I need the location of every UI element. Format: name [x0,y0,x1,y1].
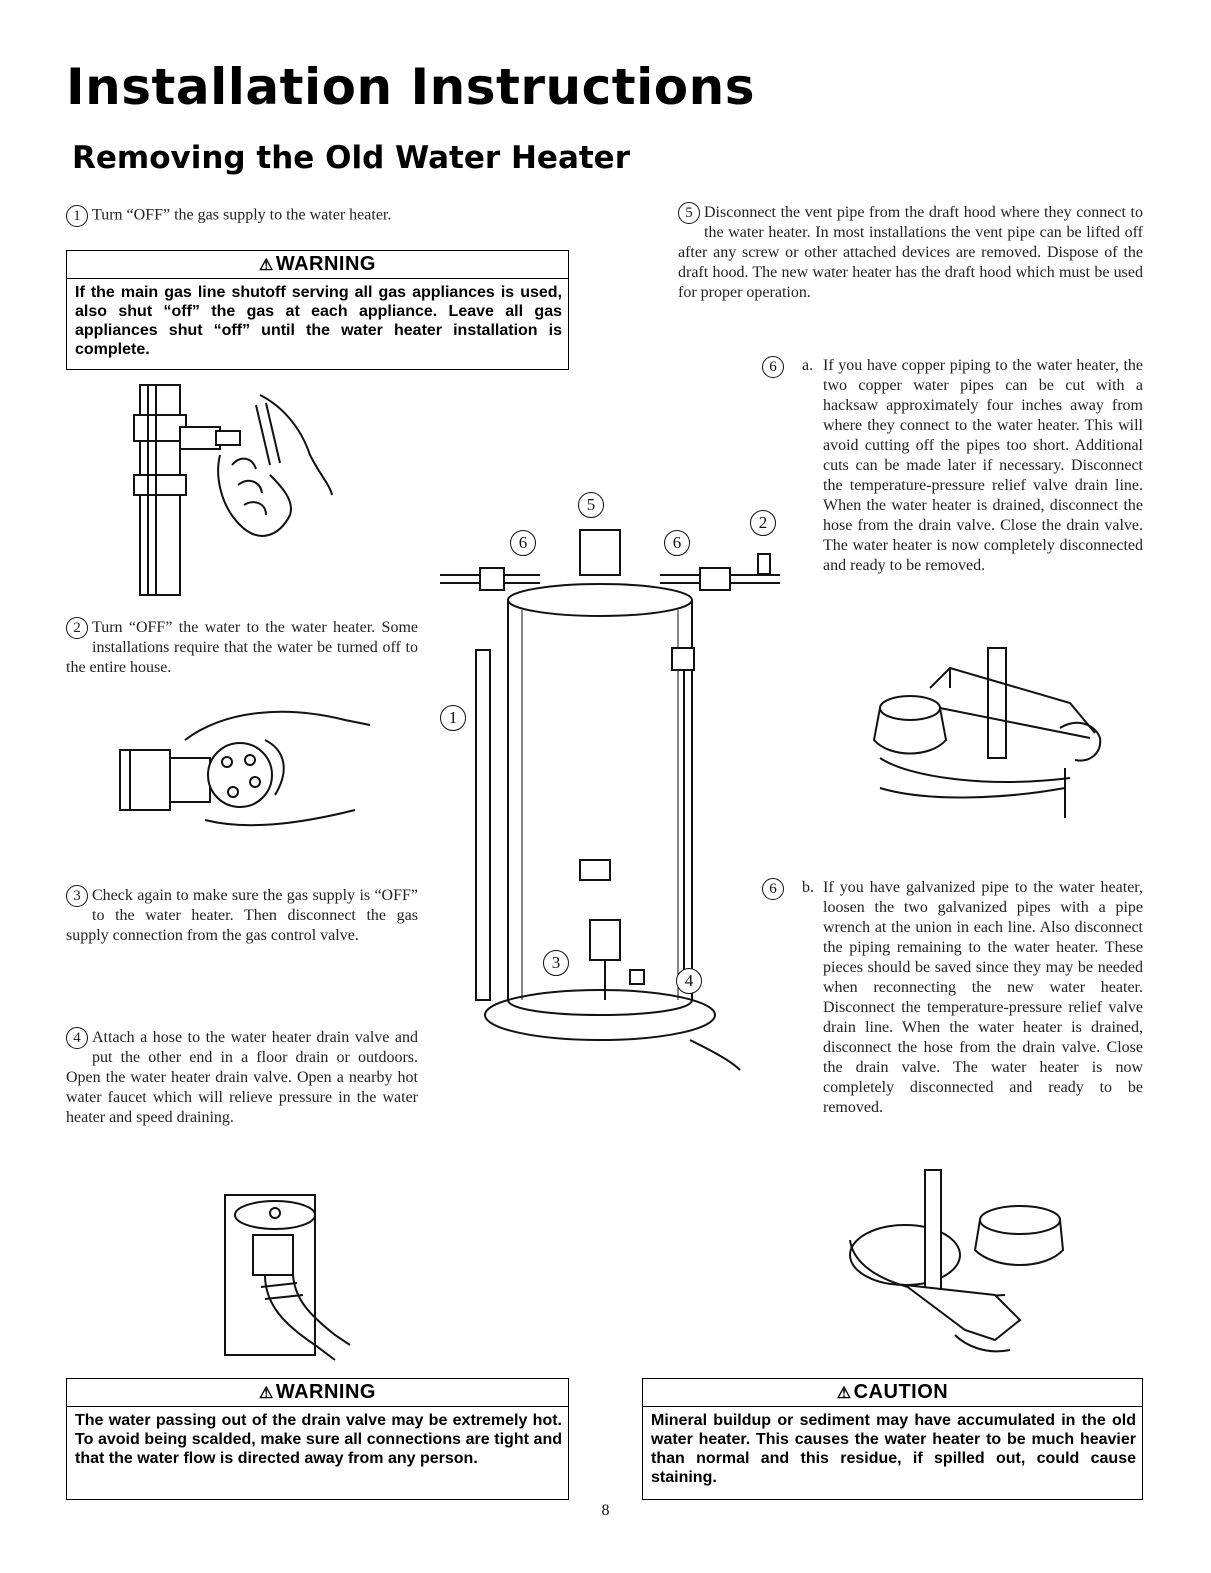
pipe-wrench-icon [849,1169,1065,1353]
section-title: Removing the Old Water Heater [72,140,630,176]
water-valve-hand-icon [119,710,371,827]
step-6a-label: a. [802,357,814,374]
warning-triangle-icon: ⚠ [258,1385,274,1402]
callout-6-left: 6 [510,530,536,556]
step-text: Turn “OFF” the gas supply to the water h… [92,206,392,224]
warning-heading: WARNING [275,253,376,275]
warning-header: ⚠WARNING [67,251,568,279]
warning-box-hot-water: ⚠WARNING The water passing out of the dr… [66,1378,569,1500]
caution-text: Mineral buildup or sediment may have acc… [651,1412,1136,1486]
caution-box: ⚠CAUTION Mineral buildup or sediment may… [642,1378,1143,1500]
step-6b-marker: 6 [762,878,788,900]
warning-box-gas: ⚠WARNING If the main gas line shutoff se… [66,250,569,370]
step-number: 6 [762,356,784,378]
caution-triangle-icon: ⚠ [836,1385,852,1402]
step-text: Attach a hose to the water heater drain … [66,1029,418,1126]
step-text: Check again to make sure the gas supply … [66,887,418,944]
step-6b-label: b. [802,879,814,896]
callout-2: 2 [750,510,776,536]
callout-1: 1 [440,705,466,731]
callout-6-right: 6 [664,530,690,556]
page-title: Installation Instructions [66,58,756,116]
callout-3: 3 [543,950,569,976]
page-number: 8 [601,1502,610,1519]
warning-text: If the main gas line shutoff serving all… [75,284,562,358]
step-6b-text: If you have galvanized pipe to the water… [823,879,1143,1116]
step-text: Turn “OFF” the water to the water heater… [66,619,418,676]
warning-triangle-icon: ⚠ [258,257,274,274]
step-number: 4 [66,1027,88,1049]
water-heater-diagram [440,529,780,1071]
step-number: 2 [66,617,88,639]
callout-4: 4 [676,968,702,994]
step-number: 1 [66,205,88,227]
warning-header: ⚠WARNING [67,1379,568,1407]
warning-heading: WARNING [275,1381,376,1403]
step-number: 3 [66,885,88,907]
step-6a-text: If you have copper piping to the water h… [823,357,1143,574]
warning-text: The water passing out of the drain valve… [75,1412,562,1467]
step-number: 6 [762,878,784,900]
step-6a-marker: 6 [762,356,788,378]
hacksaw-cutting-pipe-icon [872,647,1102,818]
step-number: 5 [678,202,700,224]
callout-5: 5 [578,492,604,518]
caution-header: ⚠CAUTION [643,1379,1142,1407]
caution-heading: CAUTION [853,1381,949,1403]
step-text: Disconnect the vent pipe from the draft … [678,204,1143,301]
drain-valve-hose-icon [224,1194,351,1361]
gas-shutoff-valve-hand-icon [133,384,333,596]
